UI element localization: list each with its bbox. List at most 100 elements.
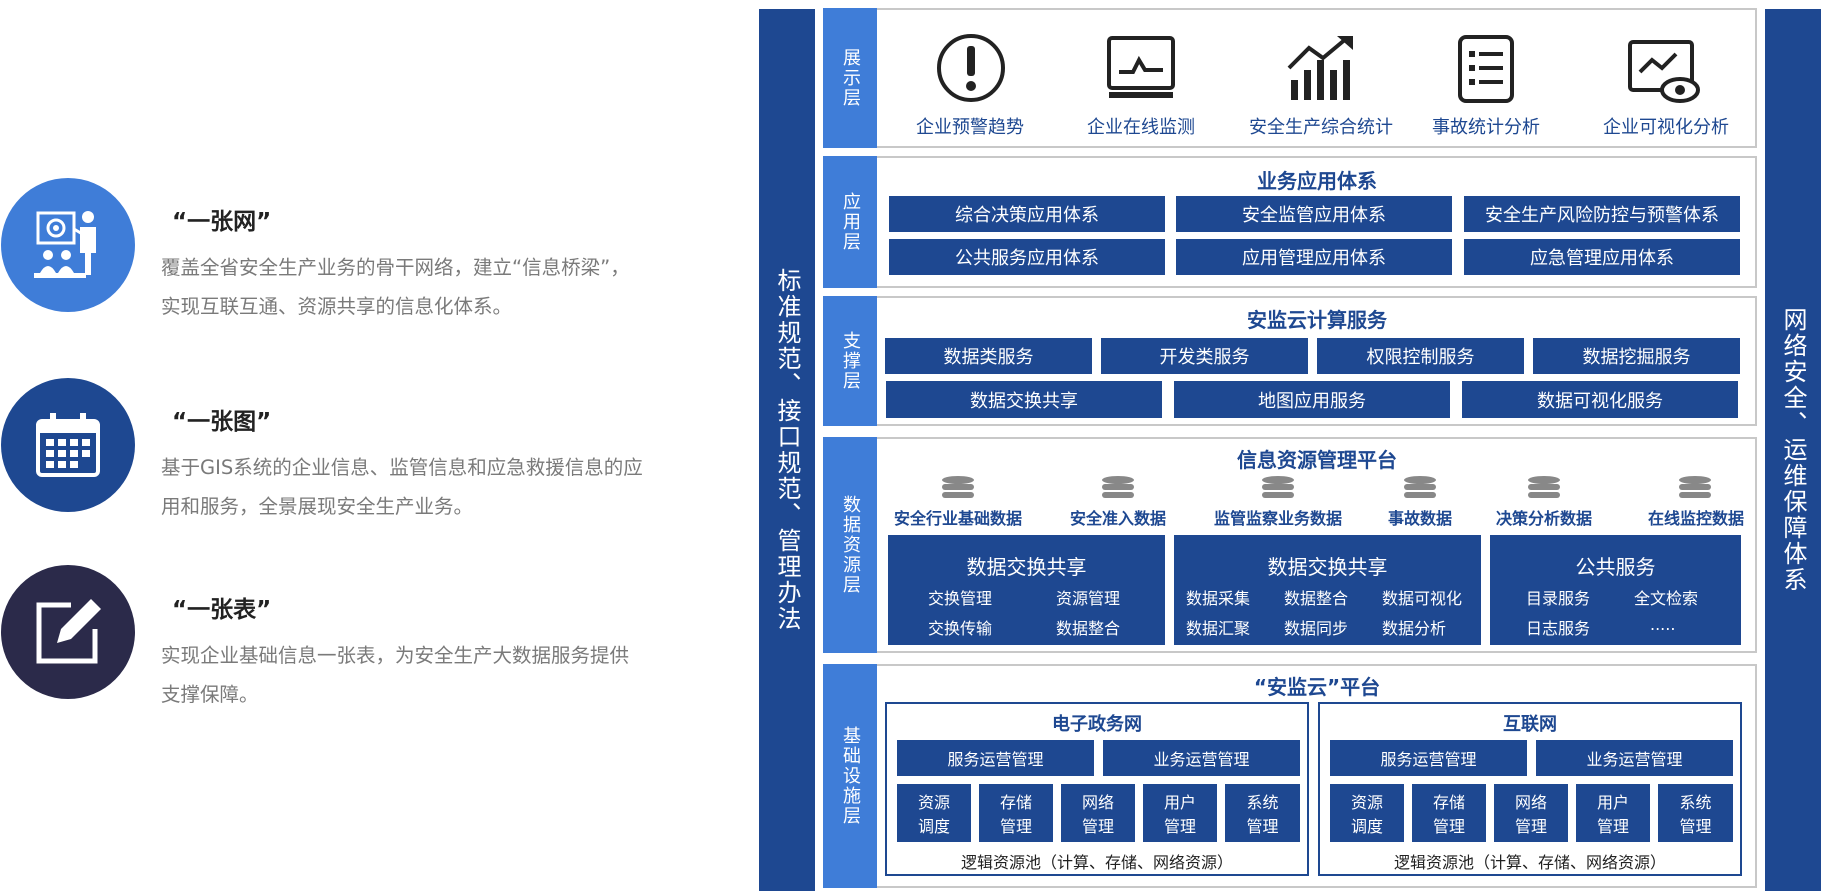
display-item: 企业可视化分析 [1603,117,1729,138]
app-system: 应急管理应用体系 [1464,239,1740,275]
ops-mgmt: 服务运营管理 [897,740,1094,776]
module-text: 存储 [1432,793,1465,812]
box-title: 公共服务 [1575,555,1656,579]
display-item: 企业预警趋势 [916,117,1024,138]
database-icon [1102,476,1134,498]
gov-network-box: 电子政务网 服务运营管理 业务运营管理 资源调度 存储管理 网络管理 用户管理 … [885,702,1309,876]
module-text: 网络 [1081,793,1114,812]
feature-desc-line: 用和服务，全景展现安全生产业务。 [161,495,474,518]
infra-module: 资源调度 [897,784,971,842]
data-layer-title: 信息资源管理平台 [1237,448,1397,472]
data-source: 在线监控数据 [1647,509,1744,528]
ops-mgmt: 业务运营管理 [1536,740,1733,776]
infra-module: 用户管理 [1143,784,1217,842]
box-item: 交换管理 [928,589,993,608]
module-text: 管理 [1081,817,1114,836]
feature-title: “一张图” [172,409,272,435]
internet-box: 互联网 服务运营管理 业务运营管理 资源调度 存储管理 网络管理 用户管理 系统… [1318,702,1742,876]
network-title: 互联网 [1503,714,1557,735]
module-text: 调度 [917,817,950,836]
module-text: 系统 [1246,793,1279,812]
box-item: 数据整合 [1284,589,1349,608]
module-text: 管理 [1514,817,1547,836]
resource-pool: 逻辑资源池（计算、存储、网络资源） [1393,853,1666,872]
support-service: 数据挖掘服务 [1533,338,1740,374]
database-icon [1679,476,1711,498]
data-exchange-box: 数据交换共享 交换管理 资源管理 交换传输 数据整合 [888,535,1165,645]
module-text: 存储 [999,793,1032,812]
module-text: 资源 [917,793,950,812]
display-item: 安全生产综合统计 [1249,117,1393,138]
box-item: 数据同步 [1284,619,1349,638]
display-item: 企业在线监测 [1087,117,1195,138]
module-text: 资源 [1350,793,1383,812]
support-layer-label: 支撑层 [823,296,877,426]
display-item: 事故统计分析 [1432,117,1540,138]
security-bar-label: 网络安全、运维保障体系 [1779,307,1807,593]
bar-chart-icon [1287,36,1353,100]
feature-title: “一张表” [172,597,272,623]
database-icon [1262,476,1294,498]
box-item: 日志服务 [1526,619,1591,638]
support-service: 权限控制服务 [1317,338,1524,374]
network-title: 电子政务网 [1052,714,1142,735]
app-system: 安全监管应用体系 [1176,196,1452,232]
layer-label-text: 应用层 [840,192,861,252]
app-system: 安全生产风险防控与预警体系 [1464,196,1740,232]
module-text: 用户 [1596,793,1629,812]
feature-desc-line: 基于GIS系统的企业信息、监管信息和应急救援信息的应 [161,456,643,479]
layer-label-text: 支撑层 [840,331,861,391]
feature-desc: 基于GIS系统的企业信息、监管信息和应急救援信息的应 用和服务，全景展现安全生产… [161,448,701,526]
layer-label-text: 基础设施层 [840,726,861,826]
box-item: ..... [1650,615,1676,634]
box-item: 交换传输 [928,619,993,638]
feature-circle-network [1,178,135,312]
support-service: 数据可视化服务 [1462,381,1738,418]
data-source: 安全行业基础数据 [893,509,1022,528]
ops-mgmt: 业务运营管理 [1103,740,1300,776]
box-item: 资源管理 [1056,589,1121,608]
feature-desc: 覆盖全省安全生产业务的骨干网络，建立“信息桥梁”， 实现互联互通、资源共享的信息… [161,248,701,326]
layer-label-text: 数据资源层 [840,495,861,595]
monitor-icon [1107,36,1175,98]
warning-icon [937,34,1005,102]
box-item: 全文检索 [1634,589,1699,608]
feature-desc-line: 实现企业基础信息一张表，为安全生产大数据服务提供 [161,644,630,667]
infra-module: 网络管理 [1061,784,1135,842]
data-source: 安全准入数据 [1069,509,1166,528]
edit-icon [36,599,101,664]
infra-module: 存储管理 [979,784,1053,842]
support-service: 数据交换共享 [886,381,1162,418]
resource-pool: 逻辑资源池（计算、存储、网络资源） [960,853,1233,872]
app-layer-label: 应用层 [823,156,877,288]
infra-module: 存储管理 [1412,784,1486,842]
data-exchange-box: 数据交换共享 数据采集 数据整合 数据可视化 数据汇聚 数据同步 数据分析 [1174,535,1481,645]
infra-layer-label: 基础设施层 [823,664,877,888]
ops-mgmt: 服务运营管理 [1330,740,1527,776]
feature-desc-line: 覆盖全省安全生产业务的骨干网络，建立“信息桥梁”， [161,256,630,279]
feature-desc-line: 支撑保障。 [161,683,259,706]
layer-label-text: 展示层 [840,48,861,108]
document-list-icon [1458,35,1514,103]
infra-module: 系统管理 [1225,784,1300,842]
database-icon [942,476,974,498]
presentation-icon [34,211,96,278]
box-item: 目录服务 [1526,589,1591,608]
feature-desc: 实现企业基础信息一张表，为安全生产大数据服务提供 支撑保障。 [161,636,701,714]
module-text: 用户 [1163,793,1196,812]
data-layer-label: 数据资源层 [823,437,877,653]
module-text: 管理 [999,817,1032,836]
infra-layer-title: “安监云”平台 [1253,675,1381,699]
display-layer [823,8,1757,148]
module-text: 管理 [1596,817,1629,836]
support-layer-title: 安监云计算服务 [1247,308,1387,332]
module-text: 管理 [1432,817,1465,836]
app-system: 综合决策应用体系 [889,196,1165,232]
module-text: 管理 [1679,817,1712,836]
module-text: 管理 [1246,817,1279,836]
standards-bar: 标准规范、接口规范、管理办法 [759,9,815,891]
display-layer-label: 展示层 [823,8,877,148]
standards-bar-label: 标准规范、接口规范、管理办法 [773,268,801,632]
box-item: 数据整合 [1056,619,1121,638]
box-item: 数据汇聚 [1186,619,1251,638]
